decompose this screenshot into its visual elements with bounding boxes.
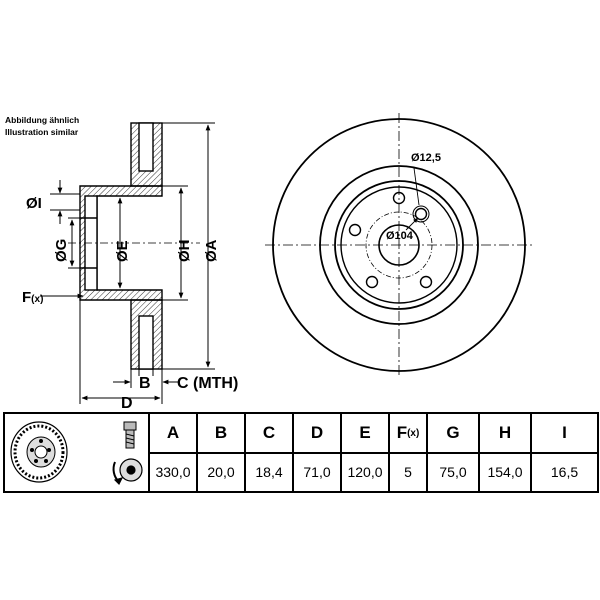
bolt-icon — [123, 421, 136, 449]
value-D: 71,0 — [292, 451, 342, 493]
header-I: I — [530, 412, 599, 454]
note-german: Abbildung ähnlich — [5, 115, 80, 125]
header-row: A B C D E F(x) G H I — [3, 412, 599, 493]
header-F-letter: F — [396, 422, 408, 442]
label-dia-H: ØH — [176, 240, 193, 263]
value-I: 16,5 — [530, 451, 599, 493]
header-B: B — [196, 412, 246, 454]
label-dia-I: ØI — [26, 195, 42, 212]
header-E: E — [340, 412, 390, 454]
value-C: 18,4 — [244, 451, 294, 493]
label-dia-A: ØA — [203, 239, 220, 262]
note-english: Illustration similar — [5, 127, 79, 137]
bolt-hole — [348, 223, 362, 237]
header-H: H — [478, 412, 532, 454]
bolt-hole — [414, 207, 428, 221]
thumbnail-cell — [3, 412, 150, 493]
label-dia-G: ØG — [53, 239, 70, 262]
values-row: 330,0 20,0 18,4 71,0 120,0 5 75,0 154,0 … — [4, 451, 599, 493]
header-F: F(x) — [388, 412, 428, 454]
value-A: 330,0 — [148, 451, 198, 493]
header-F-sub: (x) — [407, 427, 420, 439]
label-D: D — [121, 395, 133, 412]
brake-disc-thumbnail-icon — [9, 421, 143, 486]
value-H: 154,0 — [478, 451, 532, 493]
header-G: G — [426, 412, 480, 454]
side-view — [68, 122, 200, 370]
value-F: 5 — [388, 451, 428, 493]
label-F: F(x) — [22, 289, 43, 306]
illustration-note: Abbildung ähnlich Illustration similar — [5, 114, 79, 138]
value-E: 120,0 — [340, 451, 390, 493]
label-hole-dia: Ø12,5 — [411, 152, 441, 164]
header-C: C — [244, 412, 294, 454]
label-pcd: Ø104 — [386, 230, 414, 242]
label-C: C (MTH) — [177, 375, 238, 392]
value-B: 20,0 — [196, 451, 246, 493]
header-D: D — [292, 412, 342, 454]
label-dia-E: ØE — [114, 240, 131, 262]
label-B: B — [139, 375, 151, 392]
header-A: A — [148, 412, 198, 454]
bolt-hole — [365, 275, 379, 289]
value-G: 75,0 — [426, 451, 480, 493]
front-view — [265, 113, 533, 378]
rotation-arrow-icon — [112, 458, 143, 486]
spec-table: A B C D E F(x) G H I 330,0 20,0 18,4 71,… — [3, 412, 599, 493]
dimension-lines — [40, 122, 215, 404]
bolt-hole — [419, 275, 433, 289]
